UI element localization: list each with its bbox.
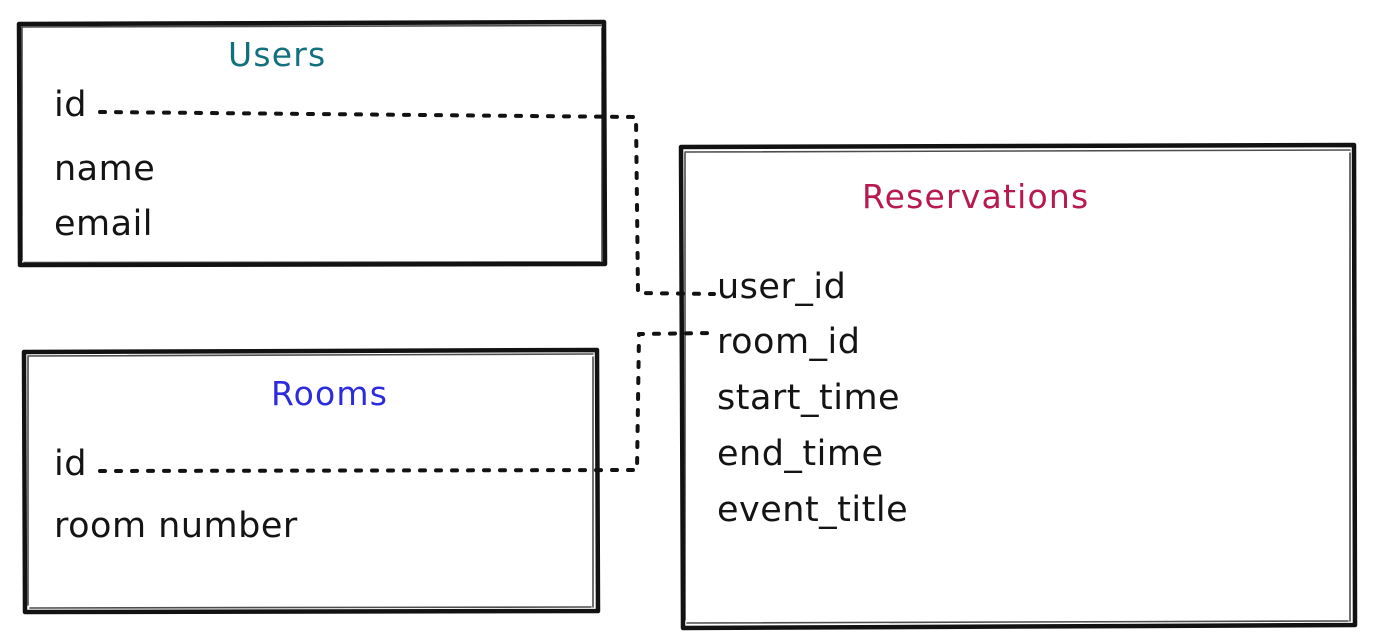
entity-title-rooms: Rooms bbox=[271, 374, 389, 413]
relationship-line-users-id-to-user-id[interactable] bbox=[98, 110, 716, 296]
entity-title-reservations: Reservations bbox=[862, 177, 1090, 216]
entity-box-users-outline bbox=[16, 19, 608, 268]
entity-field-users-id[interactable]: id bbox=[54, 85, 87, 125]
entity-box-rooms[interactable] bbox=[21, 347, 601, 615]
entity-field-users-email[interactable]: email bbox=[54, 204, 154, 244]
entity-box-reservations[interactable] bbox=[678, 142, 1358, 631]
entity-title-users: Users bbox=[228, 35, 327, 74]
entity-field-rooms-id[interactable]: id bbox=[54, 444, 87, 484]
entity-field-rooms-room-number[interactable]: room number bbox=[54, 506, 298, 546]
entity-box-users-inner-stroke bbox=[21, 24, 603, 264]
entity-field-users-name[interactable]: name bbox=[54, 149, 156, 189]
entity-box-rooms-inner-stroke bbox=[27, 353, 594, 609]
relationship-line-rooms-id-to-room-id[interactable] bbox=[98, 331, 714, 473]
entity-box-reservations-inner-stroke bbox=[684, 149, 1351, 624]
entity-field-reservations-end-time[interactable]: end_time bbox=[717, 434, 884, 474]
entity-field-reservations-user-id[interactable]: user_id bbox=[717, 267, 847, 307]
entity-box-rooms-outline bbox=[21, 347, 601, 615]
entity-field-reservations-room-id[interactable]: room_id bbox=[717, 322, 861, 362]
entity-box-users[interactable] bbox=[16, 19, 608, 268]
entity-field-reservations-start-time[interactable]: start_time bbox=[717, 378, 901, 418]
entity-field-reservations-event-title[interactable]: event_title bbox=[717, 490, 909, 530]
entity-box-reservations-outline bbox=[678, 142, 1358, 631]
